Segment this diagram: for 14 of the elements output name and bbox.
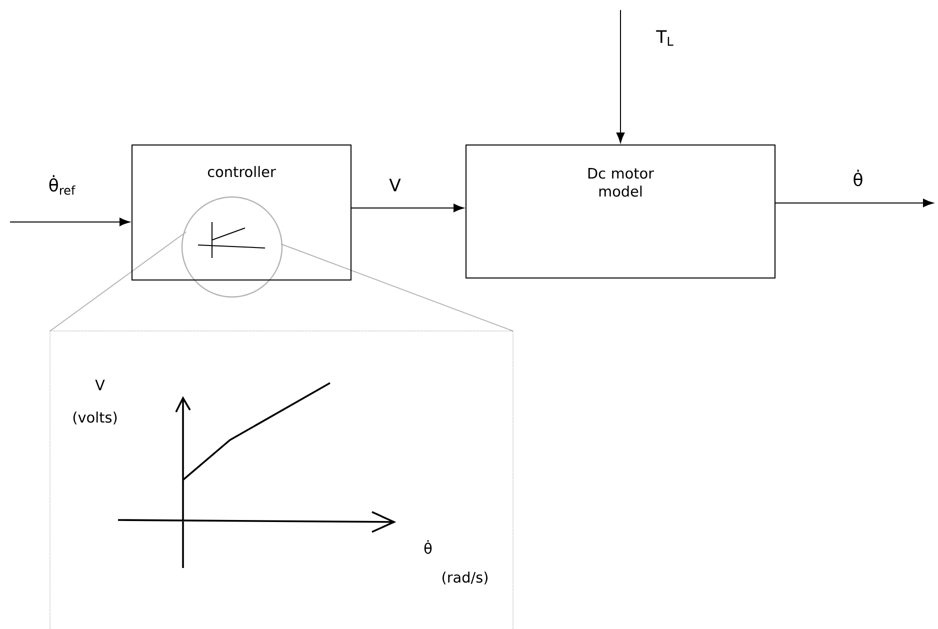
controller-box: controller xyxy=(132,144,352,280)
arrow xyxy=(775,198,934,208)
edge-label: θ̇ xyxy=(854,170,862,186)
axis-label: V xyxy=(95,380,105,390)
edge-label: V xyxy=(389,178,401,192)
arrow xyxy=(351,204,464,212)
process-box: Dc motor model xyxy=(466,144,776,278)
edge-label: T$_{L}$ xyxy=(656,30,674,46)
axis-label: (volts) xyxy=(73,412,117,424)
axis-label: θ̇ xyxy=(424,540,432,554)
arrow xyxy=(616,10,625,143)
arrow xyxy=(10,218,130,226)
edge-label: θ̇$_{ref}$ xyxy=(49,175,76,195)
axis-label: (rad/s) xyxy=(442,572,488,584)
